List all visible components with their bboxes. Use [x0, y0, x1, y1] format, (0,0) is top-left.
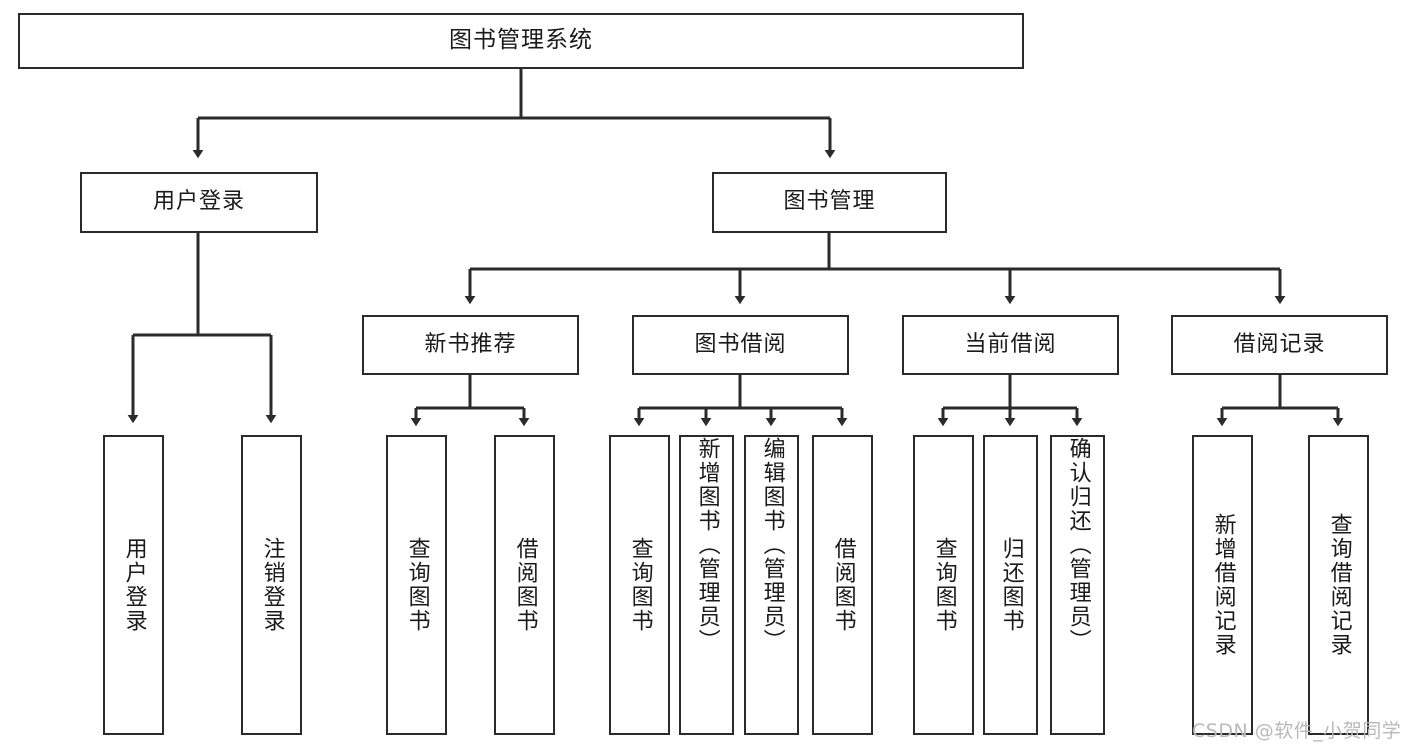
node-label: 当前借阅 — [964, 331, 1057, 357]
leaf-current-borrow-query[interactable]: 查询图书 — [913, 435, 974, 735]
leaf-user-login-logout[interactable]: 注销登录 — [241, 435, 302, 735]
leaf-book-borrow-query[interactable]: 查询图书 — [609, 435, 670, 735]
node-label: 查询借阅记录 — [1326, 513, 1352, 657]
node-label: 图书管理系统 — [449, 27, 593, 54]
leaf-user-login-login[interactable]: 用户登录 — [103, 435, 164, 735]
node-label: 查询图书 — [931, 537, 957, 633]
node-root-system[interactable]: 图书管理系统 — [18, 13, 1024, 69]
node-new-book-recommend[interactable]: 新书推荐 — [362, 315, 579, 375]
node-label: 用户登录 — [121, 537, 147, 633]
node-book-management[interactable]: 图书管理 — [712, 172, 947, 233]
node-label: 注销登录 — [259, 537, 285, 633]
leaf-book-borrow-borrow[interactable]: 借阅图书 — [812, 435, 873, 735]
leaf-book-borrow-edit[interactable]: 编辑图书（管理员） — [744, 435, 799, 735]
node-label: 新增图书（管理员） — [694, 437, 720, 653]
node-label: 图书借阅 — [694, 331, 787, 357]
node-user-login[interactable]: 用户登录 — [80, 172, 318, 233]
node-label: 借阅图书 — [512, 537, 538, 633]
leaf-borrow-records-add[interactable]: 新增借阅记录 — [1192, 435, 1253, 735]
leaf-current-borrow-return[interactable]: 归还图书 — [983, 435, 1038, 735]
node-label: 图书管理 — [783, 189, 876, 215]
node-label: 确认归还（管理员） — [1065, 437, 1091, 653]
leaf-borrow-records-query[interactable]: 查询借阅记录 — [1308, 435, 1369, 735]
leaf-current-borrow-confirm-return[interactable]: 确认归还（管理员） — [1050, 435, 1105, 735]
leaf-book-borrow-add[interactable]: 新增图书（管理员） — [679, 435, 734, 735]
node-label: 编辑图书（管理员） — [759, 437, 785, 653]
node-label: 查询图书 — [627, 537, 653, 633]
node-book-borrow[interactable]: 图书借阅 — [632, 315, 849, 375]
node-label: 归还图书 — [998, 537, 1024, 633]
watermark-text: CSDN @软件_小贺同学 — [1192, 720, 1402, 742]
node-label: 借阅记录 — [1233, 331, 1326, 357]
node-label: 新增借阅记录 — [1210, 513, 1236, 657]
node-label: 借阅图书 — [830, 537, 856, 633]
node-borrow-records[interactable]: 借阅记录 — [1171, 315, 1388, 375]
node-label: 新书推荐 — [424, 331, 517, 357]
node-current-borrow[interactable]: 当前借阅 — [902, 315, 1119, 375]
node-label: 查询图书 — [404, 537, 430, 633]
leaf-new-book-query[interactable]: 查询图书 — [386, 435, 447, 735]
node-label: 用户登录 — [152, 189, 245, 215]
leaf-new-book-borrow[interactable]: 借阅图书 — [494, 435, 555, 735]
